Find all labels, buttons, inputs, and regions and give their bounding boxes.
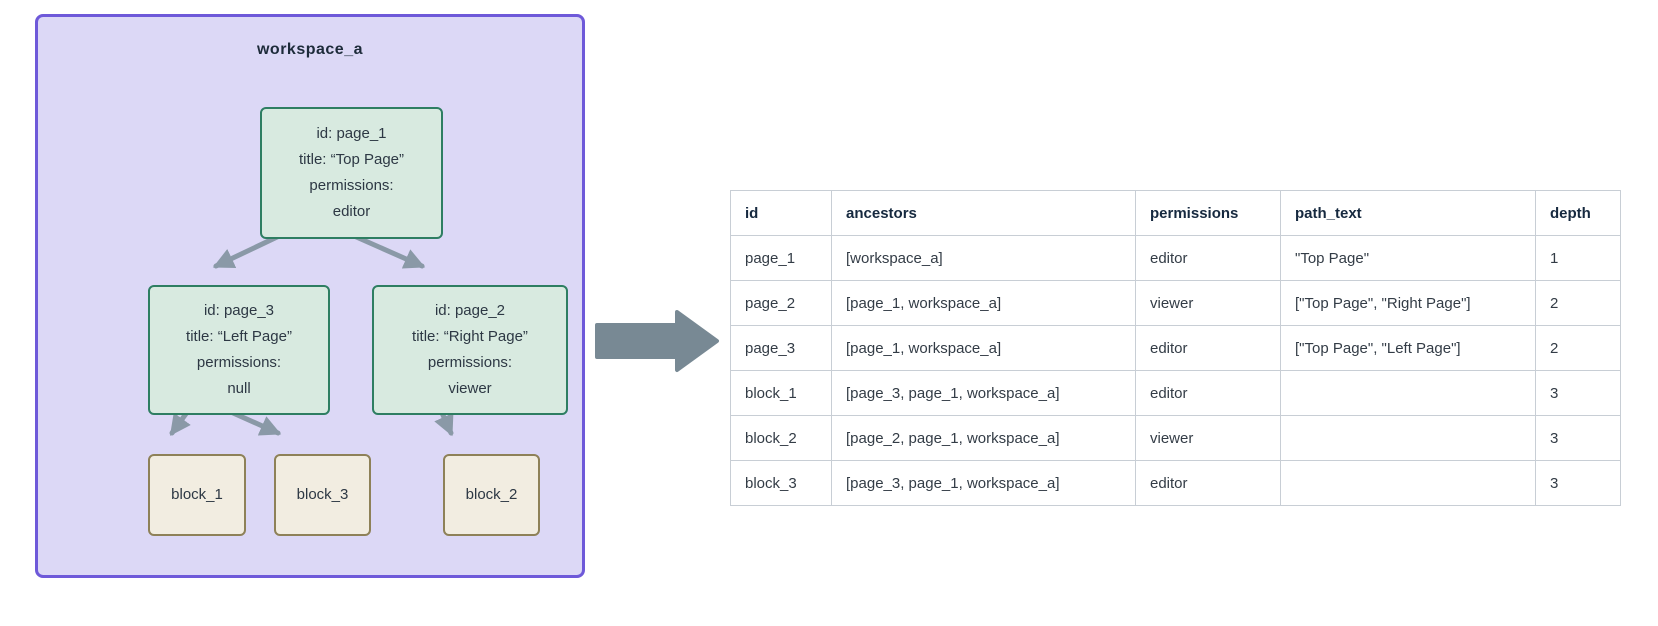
cell-ancestors: [page_1, workspace_a] <box>831 280 1136 326</box>
column-header-permissions: permissions <box>1135 190 1281 236</box>
node-page-2-permissions-label: permissions: <box>427 354 513 371</box>
column-header-id: id <box>730 190 832 236</box>
node-page-3-permissions-value: null <box>227 380 251 397</box>
cell-depth: 3 <box>1535 370 1621 416</box>
cell-permissions: editor <box>1135 235 1281 281</box>
node-block-2-label: block_2 <box>465 486 518 503</box>
node-page-3: id: page_3 title: “Left Page” permission… <box>148 285 330 415</box>
workspace-container: workspace_a id: page_1 title: “Top Page”… <box>35 14 585 578</box>
table-row: block_1 [page_3, page_1, workspace_a] ed… <box>730 370 1621 416</box>
node-page-1-permissions-value: editor <box>332 203 371 220</box>
table-row: page_1 [workspace_a] editor "Top Page" 1 <box>730 235 1621 281</box>
cell-id: page_3 <box>730 325 832 371</box>
cell-path-text <box>1280 415 1536 461</box>
cell-depth: 2 <box>1535 280 1621 326</box>
node-block-2: block_2 <box>443 454 540 536</box>
table-header-row: id ancestors permissions path_text depth <box>730 190 1621 236</box>
cell-id: page_1 <box>730 235 832 281</box>
cell-permissions: editor <box>1135 460 1281 506</box>
node-page-2-title: title: “Right Page” <box>412 328 528 345</box>
node-page-1-title: title: “Top Page” <box>298 151 405 168</box>
table-row: block_2 [page_2, page_1, workspace_a] vi… <box>730 415 1621 461</box>
ancestors-table: id ancestors permissions path_text depth… <box>730 190 1621 506</box>
column-header-depth: depth <box>1535 190 1621 236</box>
node-page-2: id: page_2 title: “Right Page” permissio… <box>372 285 568 415</box>
cell-id: page_2 <box>730 280 832 326</box>
node-page-1-permissions-label: permissions: <box>309 177 394 194</box>
table-row: page_2 [page_1, workspace_a] viewer ["To… <box>730 280 1621 326</box>
cell-permissions: viewer <box>1135 280 1281 326</box>
cell-path-text: ["Top Page", "Left Page"] <box>1280 325 1536 371</box>
node-page-2-permissions-value: viewer <box>448 380 492 397</box>
node-page-3-permissions-label: permissions: <box>196 354 282 371</box>
node-page-3-id: id: page_3 <box>203 302 275 319</box>
cell-permissions: editor <box>1135 325 1281 371</box>
cell-depth: 3 <box>1535 415 1621 461</box>
cell-id: block_3 <box>730 460 832 506</box>
cell-ancestors: [page_1, workspace_a] <box>831 325 1136 371</box>
cell-path-text <box>1280 370 1536 416</box>
cell-ancestors: [page_2, page_1, workspace_a] <box>831 415 1136 461</box>
cell-ancestors: [page_3, page_1, workspace_a] <box>831 460 1136 506</box>
right-arrow-icon <box>595 310 719 372</box>
node-block-1-label: block_1 <box>171 486 223 503</box>
node-page-3-title: title: “Left Page” <box>186 328 292 345</box>
column-header-ancestors: ancestors <box>831 190 1136 236</box>
cell-depth: 3 <box>1535 460 1621 506</box>
node-page-1: id: page_1 title: “Top Page” permissions… <box>260 107 443 239</box>
cell-path-text: "Top Page" <box>1280 235 1536 281</box>
cell-path-text: ["Top Page", "Right Page"] <box>1280 280 1536 326</box>
cell-id: block_1 <box>730 370 832 416</box>
cell-permissions: viewer <box>1135 415 1281 461</box>
node-page-1-id: id: page_1 <box>316 125 387 142</box>
table-row: page_3 [page_1, workspace_a] editor ["To… <box>730 325 1621 371</box>
workspace-title: workspace_a <box>256 41 363 58</box>
table-row: block_3 [page_3, page_1, workspace_a] ed… <box>730 460 1621 506</box>
column-header-path-text: path_text <box>1280 190 1536 236</box>
cell-path-text <box>1280 460 1536 506</box>
cell-depth: 2 <box>1535 325 1621 371</box>
node-page-2-id: id: page_2 <box>434 302 506 319</box>
cell-ancestors: [page_3, page_1, workspace_a] <box>831 370 1136 416</box>
cell-permissions: editor <box>1135 370 1281 416</box>
node-block-3-label: block_3 <box>296 486 349 503</box>
node-block-3: block_3 <box>274 454 371 536</box>
cell-depth: 1 <box>1535 235 1621 281</box>
node-block-1: block_1 <box>148 454 246 536</box>
cell-ancestors: [workspace_a] <box>831 235 1136 281</box>
cell-id: block_2 <box>730 415 832 461</box>
